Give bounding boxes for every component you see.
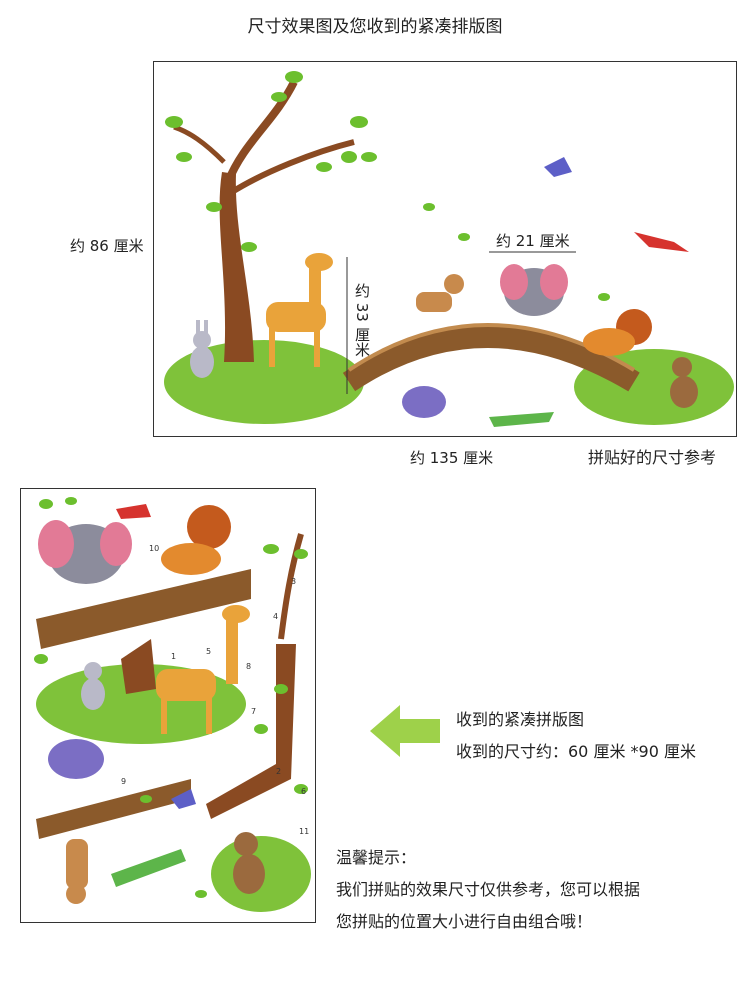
giraffe-dimension-label: 约 33 厘米 (353, 283, 371, 357)
trunk-piece (206, 644, 296, 819)
sheet-number: 5 (206, 647, 211, 656)
assembled-size-caption: 拼贴好的尺寸参考 (588, 448, 717, 467)
sheet-number: 6 (301, 787, 306, 796)
lion (583, 309, 652, 356)
branch-piece (278, 533, 304, 640)
sheet-number: 1 (171, 652, 176, 661)
assembled-preview (153, 61, 737, 437)
trunk-piece (121, 639, 156, 694)
donkey (66, 839, 88, 904)
sheet-number: 11 (299, 827, 309, 836)
tree-branch (173, 124, 226, 164)
tree-leaves (165, 71, 610, 301)
leaves (34, 497, 308, 898)
tips-heading: 温馨提示： (336, 848, 417, 867)
tree-branch (224, 80, 298, 184)
sheet-number: 2 (276, 767, 281, 776)
lion (161, 505, 231, 575)
tips-block: 温馨提示： 我们拼贴的效果尺寸仅供参考，您可以根据 您拼贴的位置大小进行自由组合… (336, 842, 640, 938)
sheet-number: 10 (149, 544, 159, 553)
sheet-number: 7 (251, 707, 256, 716)
received-sheet-label: 收到的紧凑拼版图 (456, 710, 585, 729)
compact-sheet-preview: 1 2 3 4 5 6 7 8 9 10 11 (20, 488, 316, 923)
assembled-illustration (164, 71, 734, 427)
hippo (402, 386, 446, 418)
donkey (416, 274, 464, 312)
elephant (38, 520, 132, 584)
page-title: 尺寸效果图及您收到的紧凑排版图 (247, 17, 503, 37)
bird-blue (171, 789, 196, 809)
monkey (233, 832, 265, 894)
tips-line-2: 您拼贴的位置大小进行自由组合哦！ (336, 912, 593, 931)
sheet-number: 8 (246, 662, 251, 671)
height-dimension-label: 约 86 厘米 (70, 237, 144, 255)
rabbit (81, 662, 105, 710)
crocodile (111, 849, 186, 887)
elephant-dimension-label: 约 21 厘米 (496, 232, 570, 250)
received-size-label: 收到的尺寸约：60 厘米 *90 厘米 (456, 742, 696, 761)
rabbit (190, 320, 214, 378)
tree-trunk (219, 172, 254, 362)
arrow-left-icon (370, 705, 440, 757)
bird-red (634, 232, 689, 252)
received-info: 收到的紧凑拼版图 收到的尺寸约：60 厘米 *90 厘米 (456, 704, 696, 768)
giraffe (266, 253, 333, 367)
bridge-piece (36, 569, 251, 649)
giraffe (156, 605, 250, 734)
width-dimension-label: 约 135 厘米 (410, 449, 494, 467)
sheet-number: 9 (121, 777, 126, 786)
wooden-bridge (342, 326, 640, 392)
tree-branch (230, 139, 355, 195)
bird-red (116, 504, 151, 519)
bridge-piece (36, 779, 191, 839)
crocodile (489, 412, 554, 427)
bird-blue (544, 157, 572, 177)
tips-line-1: 我们拼贴的效果尺寸仅供参考，您可以根据 (336, 880, 641, 899)
sheet-number: 3 (291, 577, 296, 586)
compact-sheet-illustration: 1 2 3 4 5 6 7 8 9 10 11 (34, 497, 311, 912)
monkey (670, 357, 698, 408)
hippo (48, 739, 104, 779)
elephant (500, 264, 568, 316)
sheet-number: 4 (273, 612, 278, 621)
